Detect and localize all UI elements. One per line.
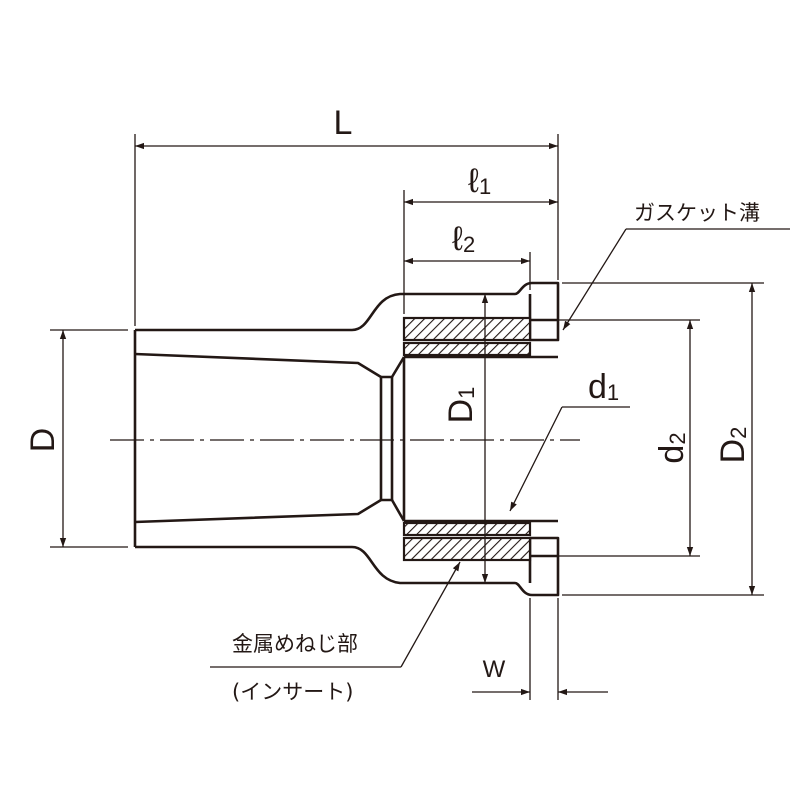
label-D1: D1 [442, 387, 480, 424]
dimension-W: W [472, 598, 608, 700]
dimension-d1: d1 [509, 368, 630, 512]
dimension-l1: ℓ1 [403, 162, 558, 314]
label-W: W [483, 656, 506, 683]
outer-profile-top [135, 281, 560, 332]
dimension-L: L [134, 104, 559, 326]
outer-profile-bottom [135, 545, 560, 597]
label-d2: d2 [653, 432, 691, 463]
dimension-D2: D2 [562, 282, 764, 596]
dimension-l2: ℓ2 [404, 220, 531, 290]
insert-section-bottom-outer [402, 536, 532, 562]
label-metal-thread: 金属めねじ部 [232, 632, 358, 656]
socket-bore-bottom [134, 498, 382, 524]
callout-gasket-groove: ガスケット溝 [562, 201, 790, 331]
label-gasket-groove: ガスケット溝 [634, 201, 760, 225]
label-D: D [24, 428, 62, 453]
socket-bore-top [134, 352, 382, 379]
callout-metal-thread: 金属めねじ部 (インサート) [210, 561, 461, 704]
insert-section-top-outer [402, 316, 532, 342]
dimension-d2: d2 [540, 319, 700, 557]
neck-bore-bottom [381, 498, 406, 522]
leader-line [400, 561, 461, 668]
label-d1: d1 [588, 368, 619, 406]
insert-section-top-inner [402, 341, 532, 357]
leader-line [509, 406, 563, 512]
gasket-groove-bottom [528, 536, 560, 558]
dimension-D: D [24, 329, 128, 548]
neck-bore-top [381, 356, 406, 379]
insert-section-bottom-inner [402, 521, 532, 537]
label-D2: D2 [714, 427, 752, 464]
leader-line [562, 228, 627, 331]
label-l2: ℓ2 [452, 220, 475, 258]
metal-insert [402, 316, 532, 562]
label-l1: ℓ1 [468, 162, 491, 200]
gasket-groove-top [528, 318, 560, 342]
label-insert: (インサート) [232, 680, 353, 704]
label-L: L [334, 104, 353, 142]
dimension-D1: D1 [442, 294, 489, 583]
